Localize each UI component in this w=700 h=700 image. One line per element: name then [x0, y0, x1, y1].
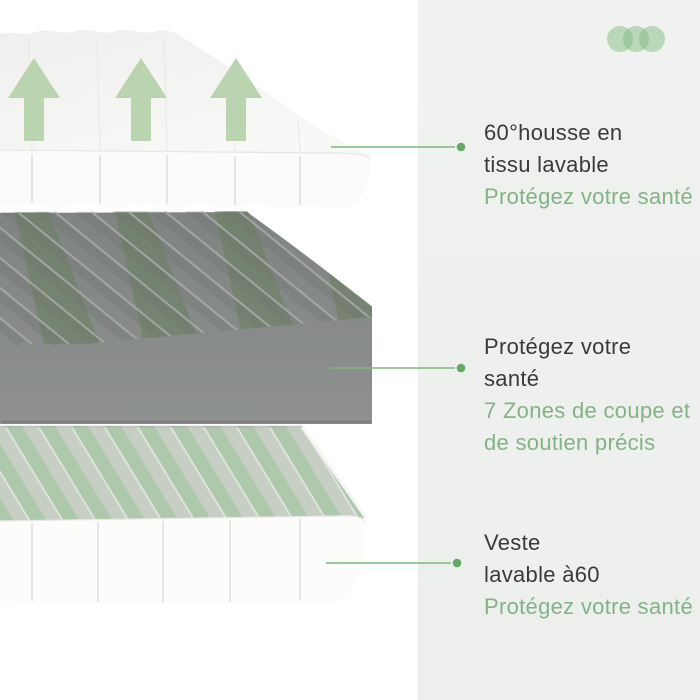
- base-stitch-lines: [31, 519, 301, 602]
- cover-stitch-lines: [31, 154, 301, 205]
- layer-base: [0, 425, 368, 605]
- annotation-jacket-title-line-1: Veste: [484, 530, 541, 555]
- green-dot-icon: [639, 26, 665, 52]
- base-piping-edge: [300, 426, 368, 519]
- connector-dot-cover: [456, 142, 466, 152]
- annotation-zones-title-line-2: santé: [484, 366, 540, 391]
- cover-front-top-seam: [0, 149, 371, 160]
- annotation-zones-accent-line-1: 7 Zones de coupe et: [484, 398, 691, 423]
- cover-front-face: [0, 150, 371, 209]
- airflow-up-arrow-icon: [210, 58, 262, 141]
- annotation-cover-title-line-2: tissu lavable: [484, 152, 609, 177]
- annotation-zones-accent-line-2: de soutien précis: [484, 430, 656, 455]
- connector-dot-base: [452, 558, 462, 568]
- annotation-zones-title-line-1: Protégez votre: [484, 334, 632, 359]
- cover-top-surface: [0, 29, 372, 159]
- connector-dot-foam: [456, 363, 466, 373]
- annotation-cover: 60°housse en tissu lavable Protégez votr…: [484, 117, 693, 213]
- annotation-cover-accent-line-1: Protégez votre santé: [484, 184, 694, 209]
- layer-foam-core: [0, 211, 372, 424]
- airflow-arrows: [8, 58, 262, 141]
- annotation-jacket-title-line-2: lavable à60: [484, 562, 600, 587]
- annotation-jacket-accent-line-1: Protégez votre santé: [484, 594, 694, 619]
- airflow-up-arrow-icon: [115, 58, 167, 141]
- base-front-top-seam: [0, 515, 366, 523]
- annotation-washable-jacket: Veste lavable à60 Protégez votre santé: [484, 527, 693, 623]
- dots-decoration: [607, 26, 665, 52]
- base-front-face: [0, 515, 366, 605]
- info-panel-background: [418, 0, 700, 700]
- callout-connectors: [326, 142, 466, 568]
- annotation-support-zones: Protégez votre santé 7 Zones de coupe et…: [484, 331, 690, 459]
- airflow-up-arrow-icon: [8, 58, 60, 141]
- annotation-cover-title-line-1: 60°housse en: [484, 120, 623, 145]
- layer-top-cover: [0, 29, 372, 209]
